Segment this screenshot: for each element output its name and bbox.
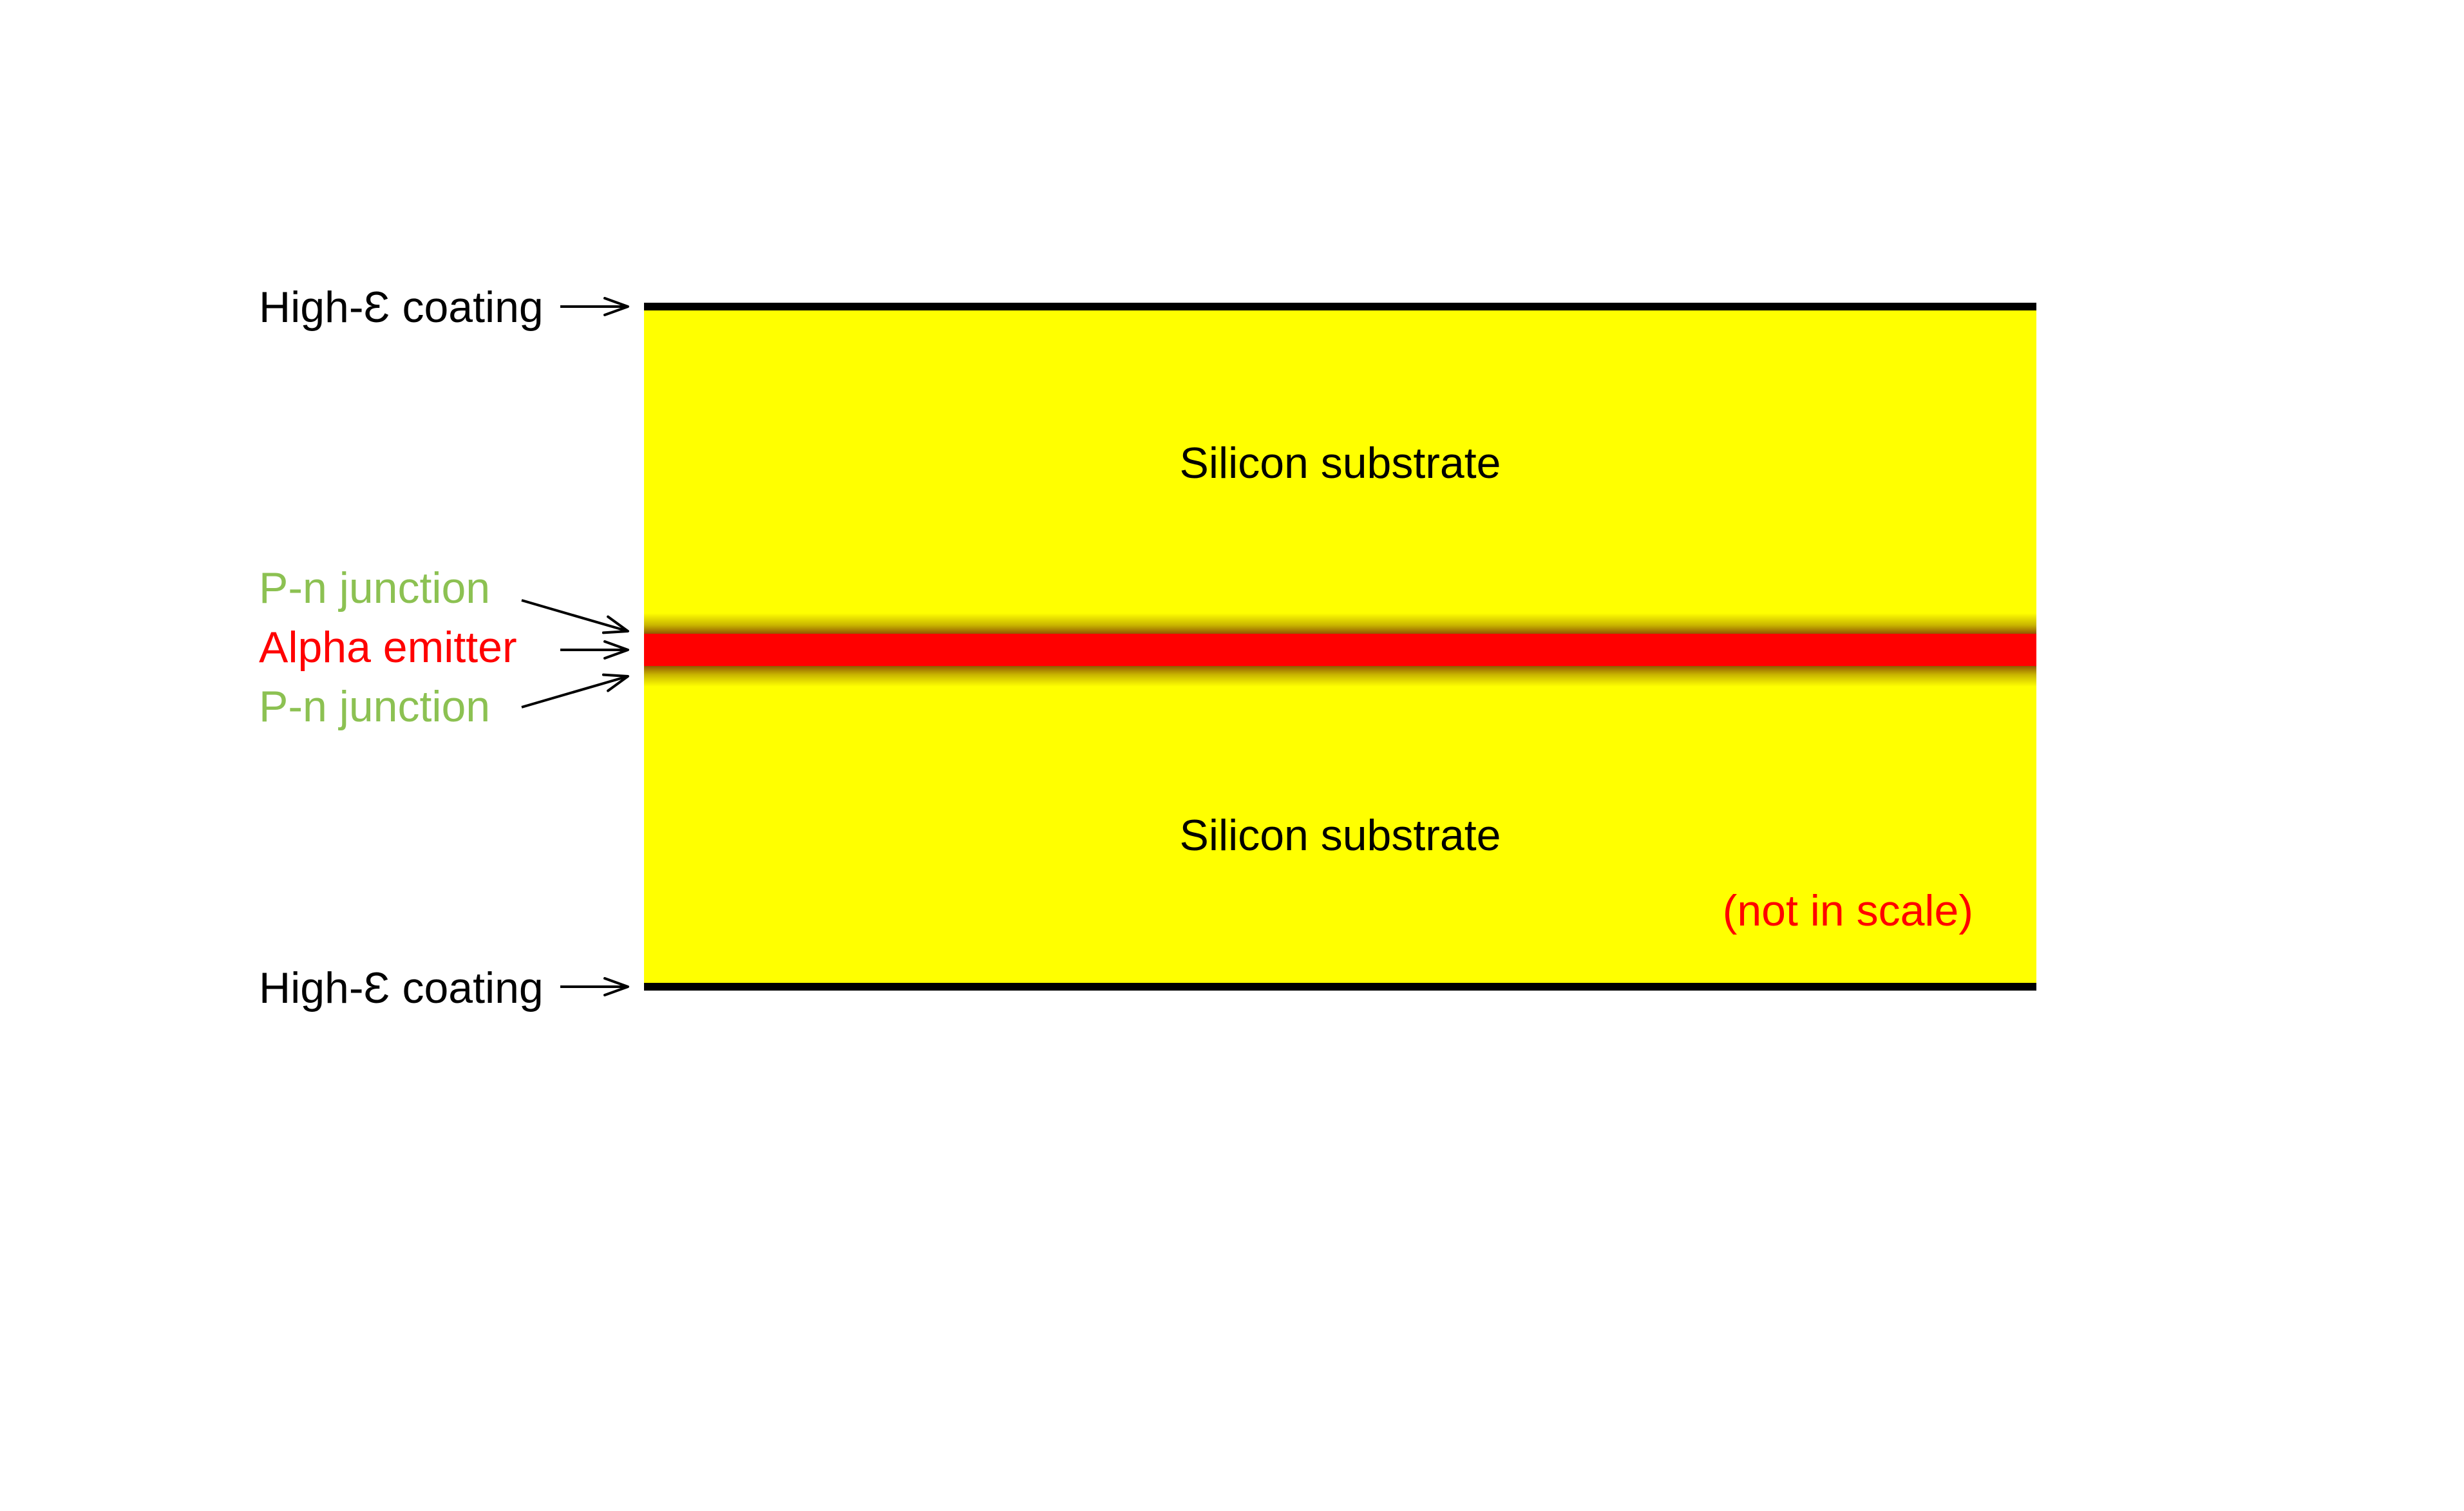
label-top-coating: High-Ɛ coating bbox=[259, 283, 544, 332]
label-substrate-top: Silicon substrate bbox=[1180, 439, 1501, 488]
alpha-emitter-layer bbox=[644, 634, 2036, 666]
top-coating-line bbox=[644, 303, 2036, 310]
pn-junction-top-region bbox=[644, 613, 2036, 635]
label-alpha-emitter: Alpha emitter bbox=[259, 623, 517, 672]
label-substrate-bottom: Silicon substrate bbox=[1180, 811, 1501, 860]
label-bottom-coating: High-Ɛ coating bbox=[259, 964, 544, 1012]
arrow-pn-junction-bottom bbox=[521, 673, 629, 708]
label-pn-junction-bottom: P-n junction bbox=[259, 682, 490, 731]
bottom-coating-line bbox=[644, 983, 2036, 991]
arrow-pn-junction-top bbox=[521, 599, 629, 634]
label-scale-note: (not in scale) bbox=[1723, 886, 1973, 935]
pn-junction-bottom-region bbox=[644, 665, 2036, 687]
label-pn-junction-top: P-n junction bbox=[259, 564, 490, 613]
